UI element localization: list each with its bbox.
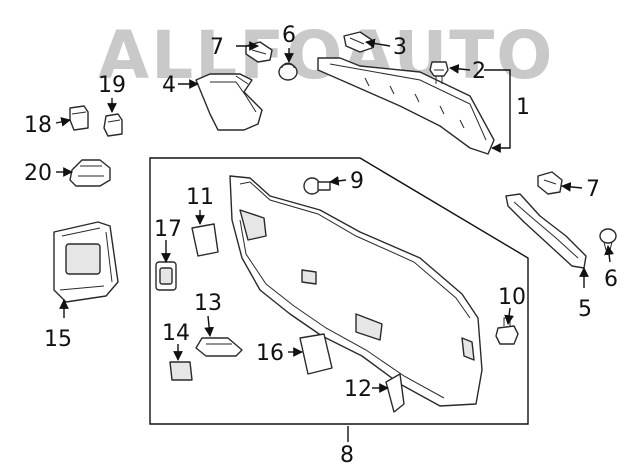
callout-6-right: 6: [604, 267, 618, 292]
callout-19: 19: [98, 73, 126, 98]
watermark-logo: ALLFOAUTO: [98, 17, 554, 94]
cover-part-11: [191, 223, 219, 257]
leader-lines: [55, 38, 614, 442]
callout-20: 20: [24, 161, 52, 186]
callout-3: 3: [393, 35, 407, 60]
callout-15: 15: [44, 327, 72, 352]
switch-part-17: [155, 261, 177, 291]
cover-part-15: [53, 221, 119, 303]
cover-part-16: [299, 333, 333, 375]
callout-16: 16: [256, 341, 284, 366]
callout-12: 12: [344, 377, 372, 402]
clip-part-10: [495, 317, 519, 345]
cover-part-12: [385, 373, 405, 413]
callout-1: 1: [516, 95, 530, 120]
main-trim-panel-part-8: [229, 175, 483, 407]
callout-13: 13: [194, 291, 222, 316]
side-trim-part-5: [505, 193, 587, 269]
callout-8: 8: [340, 443, 354, 468]
clip-part-2: [429, 61, 449, 84]
callout-5: 5: [578, 297, 592, 322]
trim-assembly-box: [149, 157, 529, 425]
grommet-part-6-top: [278, 62, 298, 81]
callout-4: 4: [162, 73, 176, 98]
screw-part-9: [303, 177, 331, 195]
callout-11: 11: [186, 185, 214, 210]
callout-7-top: 7: [210, 35, 224, 60]
clip-part-18: [69, 105, 89, 131]
callout-9: 9: [350, 169, 364, 194]
bracket-part-7-right: [537, 171, 563, 195]
callout-14: 14: [162, 321, 190, 346]
callout-7-right: 7: [586, 177, 600, 202]
callout-18: 18: [24, 113, 52, 138]
upper-garnish-part: [317, 57, 495, 155]
callout-10: 10: [498, 285, 526, 310]
handle-part-13: [195, 337, 243, 357]
clip-part-19: [103, 113, 123, 137]
callout-2: 2: [472, 59, 486, 84]
callout-17: 17: [154, 217, 182, 242]
side-trim-part-4: [195, 73, 263, 131]
pad-part-14: [169, 361, 193, 381]
callout-6-top: 6: [282, 23, 296, 48]
bracket-part-20: [69, 159, 111, 187]
